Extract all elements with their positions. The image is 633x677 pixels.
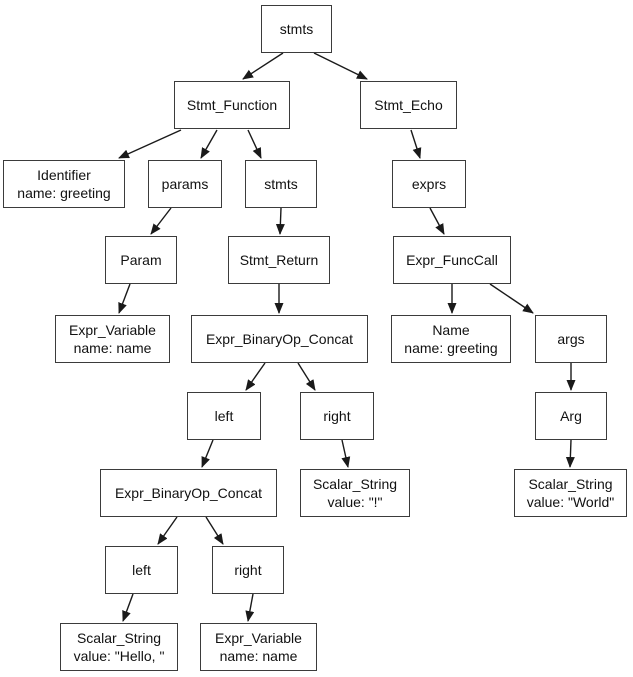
- tree-node-param: Param: [105, 236, 177, 284]
- node-label-line: left: [132, 562, 151, 578]
- node-label-line: value: "Hello, ": [73, 648, 165, 664]
- edge-stmts-body-to-stmt-return: [275, 207, 285, 235]
- tree-node-left-outer: left: [187, 392, 261, 440]
- edge-stmts-root-to-stmt-function: [242, 52, 284, 80]
- edge-arg-to-scalar-string-world: [565, 439, 575, 468]
- edge-stmt-function-to-identifier: [118, 129, 182, 159]
- tree-node-scalar-string-hello: Scalar_String value: "Hello, ": [60, 623, 178, 671]
- node-label-line: left: [214, 408, 234, 424]
- node-label-line: Identifier: [37, 167, 91, 183]
- edge-left-inner-to-scalar-string-hello: [122, 593, 134, 622]
- tree-node-args: args: [535, 315, 607, 363]
- node-label-line: stmts: [279, 21, 314, 37]
- tree-node-right-inner: right: [212, 546, 284, 594]
- node-label-line: params: [161, 176, 209, 192]
- node-label-line: Name: [432, 322, 470, 338]
- node-label-line: Param: [120, 252, 162, 268]
- tree-node-expr-variable-name: Expr_Variable name: name: [200, 623, 317, 671]
- edge-left-outer-to-concat-inner: [201, 439, 214, 468]
- tree-node-stmt-function: Stmt_Function: [174, 81, 290, 129]
- tree-node-arg: Arg: [535, 392, 607, 440]
- tree-node-stmt-return: Stmt_Return: [228, 236, 330, 284]
- node-label-line: Scalar_String: [528, 476, 613, 492]
- edge-concat-outer-to-left-outer: [245, 362, 266, 391]
- node-label-line: right: [234, 562, 262, 578]
- node-label-line: value: "World": [526, 494, 615, 510]
- node-label-line: Arg: [560, 408, 582, 424]
- tree-node-expr-funccall: Expr_FuncCall: [393, 236, 511, 284]
- tree-node-concat-outer: Expr_BinaryOp_Concat: [191, 315, 368, 363]
- tree-node-stmt-echo: Stmt_Echo: [360, 81, 457, 129]
- tree-node-stmts-root: stmts: [261, 5, 332, 53]
- edge-stmt-function-to-params: [200, 129, 218, 159]
- node-label-line: Stmt_Return: [239, 252, 319, 268]
- tree-node-right-outer: right: [300, 392, 374, 440]
- tree-node-exprs: exprs: [392, 160, 466, 208]
- edge-concat-inner-to-right-inner: [205, 516, 224, 545]
- node-label-line: name: name: [73, 340, 152, 356]
- edge-exprs-to-expr-funccall: [429, 207, 445, 235]
- node-label-line: value: "!": [327, 494, 383, 510]
- edge-concat-outer-to-right-outer: [297, 362, 316, 391]
- edge-stmt-function-to-stmts-body: [247, 129, 262, 159]
- node-label-line: Expr_BinaryOp_Concat: [114, 485, 263, 501]
- node-label-line: name: name: [219, 648, 298, 664]
- tree-node-expr-variable-param: Expr_Variable name: name: [55, 315, 170, 363]
- node-label-line: exprs: [411, 176, 447, 192]
- edge-right-outer-to-scalar-string-bang: [341, 439, 351, 468]
- tree-node-identifier: Identifier name: greeting: [3, 160, 125, 208]
- tree-node-name: Name name: greeting: [391, 315, 511, 363]
- node-label-line: Scalar_String: [312, 476, 398, 492]
- node-label-line: Stmt_Function: [186, 97, 278, 113]
- tree-node-concat-inner: Expr_BinaryOp_Concat: [100, 469, 277, 517]
- node-label-line: stmts: [264, 176, 298, 192]
- edge-expr-funccall-to-args: [489, 283, 534, 314]
- node-label-line: Scalar_String: [76, 630, 162, 646]
- tree-node-scalar-string-bang: Scalar_String value: "!": [300, 469, 410, 517]
- node-label-line: args: [557, 331, 585, 347]
- edge-param-to-expr-variable-param: [118, 283, 131, 314]
- node-label-line: Expr_Variable: [69, 322, 156, 338]
- node-label-line: right: [323, 408, 351, 424]
- edge-concat-inner-to-left-inner: [157, 516, 178, 545]
- node-label-line: Expr_FuncCall: [406, 252, 498, 268]
- edge-right-inner-to-expr-variable-name: [245, 593, 255, 622]
- edge-params-to-param: [150, 207, 172, 235]
- tree-node-stmts-body: stmts: [245, 160, 317, 208]
- edge-stmts-root-to-stmt-echo: [313, 52, 368, 80]
- edge-stmt-echo-to-exprs: [410, 129, 422, 159]
- node-label-line: name: greeting: [17, 185, 111, 201]
- node-label-line: name: greeting: [404, 340, 498, 356]
- tree-node-params: params: [148, 160, 222, 208]
- node-label-line: Stmt_Echo: [374, 97, 443, 113]
- node-label-line: Expr_Variable: [215, 630, 302, 646]
- tree-node-left-inner: left: [105, 546, 178, 594]
- tree-node-scalar-string-world: Scalar_String value: "World": [514, 469, 627, 517]
- node-label-line: Expr_BinaryOp_Concat: [205, 331, 354, 347]
